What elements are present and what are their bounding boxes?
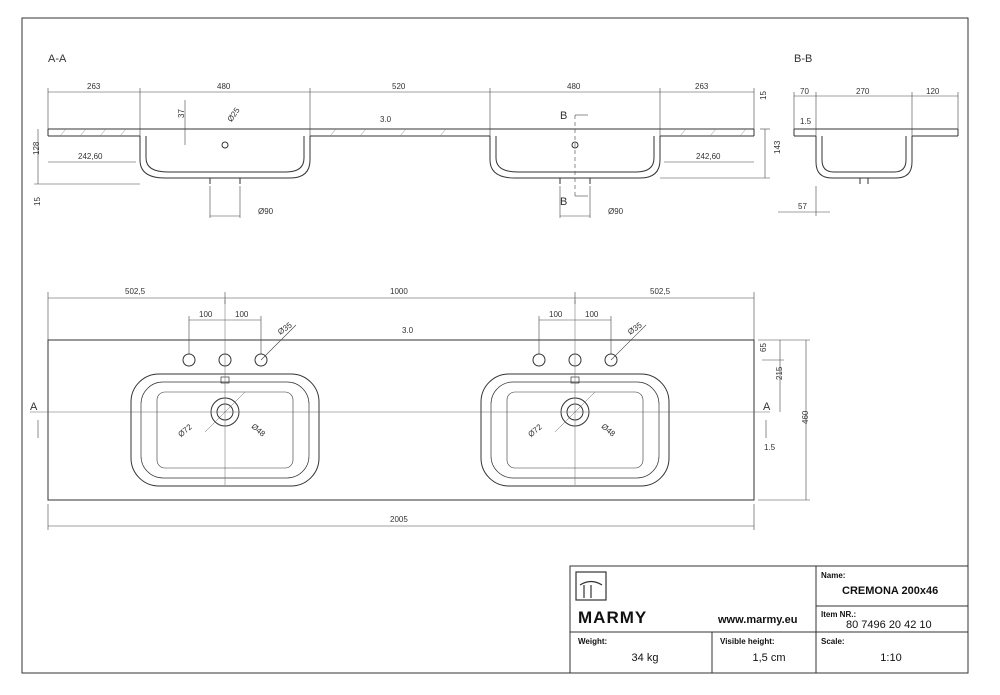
scale-label: Scale: [821, 637, 845, 646]
visible-height-label: Visible height: [720, 637, 775, 646]
item-label: Item NR.: [821, 610, 857, 619]
scale-value: 1:10 [880, 652, 902, 664]
dim-bb-270: 270 [856, 87, 870, 96]
dim-plan-65: 65 [759, 343, 768, 352]
section-a-markers: A A [30, 401, 771, 438]
dim-plan-100-a: 100 [199, 310, 213, 319]
dim-plan-slope: 3.0 [402, 326, 414, 335]
section-bb-profile [793, 128, 959, 184]
dim-aa-15-right: 15 [759, 91, 768, 100]
dim-aa-90-left: Ø90 [258, 207, 274, 216]
section-bb-label: B-B [794, 53, 812, 65]
name-label: Name: [821, 571, 846, 580]
marker-b-top: B [560, 110, 567, 122]
dim-plan-460: 460 [801, 410, 810, 424]
dim-aa-143: 143 [773, 140, 782, 154]
dim-bb-57: 57 [798, 202, 807, 211]
dim-aa-90-right: Ø90 [608, 207, 624, 216]
name-value: CREMONA 200x46 [842, 585, 939, 597]
section-aa-hatch [59, 128, 747, 137]
dim-aa-520: 520 [392, 82, 406, 91]
title-block-grid [569, 565, 969, 674]
dim-aa-242-left: 242,60 [78, 152, 103, 161]
dim-plan-1-5: 1.5 [764, 443, 776, 452]
brand-website: www.marmy.eu [718, 614, 798, 626]
item-value: 80 7496 20 42 10 [846, 619, 932, 631]
dim-aa-15-left: 15 [33, 197, 42, 206]
marker-a-right: A [763, 401, 771, 413]
dim-plan-215: 215 [775, 366, 784, 380]
dim-bb-120: 120 [926, 87, 940, 96]
dim-aa-slope: 3.0 [380, 115, 392, 124]
weight-value: 34 kg [631, 652, 659, 664]
dim-plan-100-c: 100 [549, 310, 563, 319]
dim-plan-72-left: Ø72 [176, 422, 194, 439]
plan-view [47, 339, 755, 501]
drawing-frame [21, 17, 969, 674]
plan-countertop [47, 339, 755, 501]
section-aa-dimensions: 263 480 520 480 263 37 Ø25 3.0 128 15 24… [32, 82, 782, 218]
dim-plan-100-b: 100 [235, 310, 249, 319]
plan-tap-hole [182, 353, 196, 367]
plan-centerlines [30, 300, 770, 485]
dim-aa-480-right: 480 [567, 82, 581, 91]
dim-aa-25: Ø25 [226, 106, 242, 124]
brand-name: MARMY [578, 608, 648, 627]
dim-plan-100-d: 100 [585, 310, 599, 319]
section-bb-dimensions: 70 270 120 1.5 57 [778, 87, 959, 216]
dim-aa-263-right: 263 [695, 82, 709, 91]
plan-dimensions: 502,5 1000 502,5 100 100 100 100 Ø35 Ø35… [47, 287, 810, 530]
visible-height-value: 1,5 cm [752, 652, 786, 664]
dim-plan-35-right: Ø35 [626, 320, 644, 336]
marker-b-bottom: B [560, 196, 567, 208]
dim-aa-128: 128 [32, 141, 41, 155]
dim-aa-263-left: 263 [87, 82, 101, 91]
dim-plan-72-right: Ø72 [526, 422, 544, 439]
dim-aa-242-right: 242,60 [696, 152, 721, 161]
dim-aa-37: 37 [177, 109, 186, 118]
marmy-logo-icon [575, 571, 607, 601]
section-aa-label: A-A [48, 53, 67, 65]
dim-bb-70: 70 [800, 87, 809, 96]
dim-plan-1000: 1000 [390, 287, 408, 296]
marker-a-left: A [30, 401, 38, 413]
dim-aa-480-left: 480 [217, 82, 231, 91]
dim-plan-502-left: 502,5 [125, 287, 146, 296]
section-aa-profile [47, 128, 755, 184]
dim-plan-48-left: Ø48 [250, 422, 268, 439]
section-b-markers: B B [560, 110, 588, 208]
dim-plan-502-right: 502,5 [650, 287, 671, 296]
dim-plan-35-left: Ø35 [276, 320, 294, 336]
dim-bb-1-5: 1.5 [800, 117, 812, 126]
dim-plan-2005: 2005 [390, 515, 408, 524]
dim-plan-48-right: Ø48 [600, 422, 618, 439]
weight-label: Weight: [578, 637, 608, 646]
